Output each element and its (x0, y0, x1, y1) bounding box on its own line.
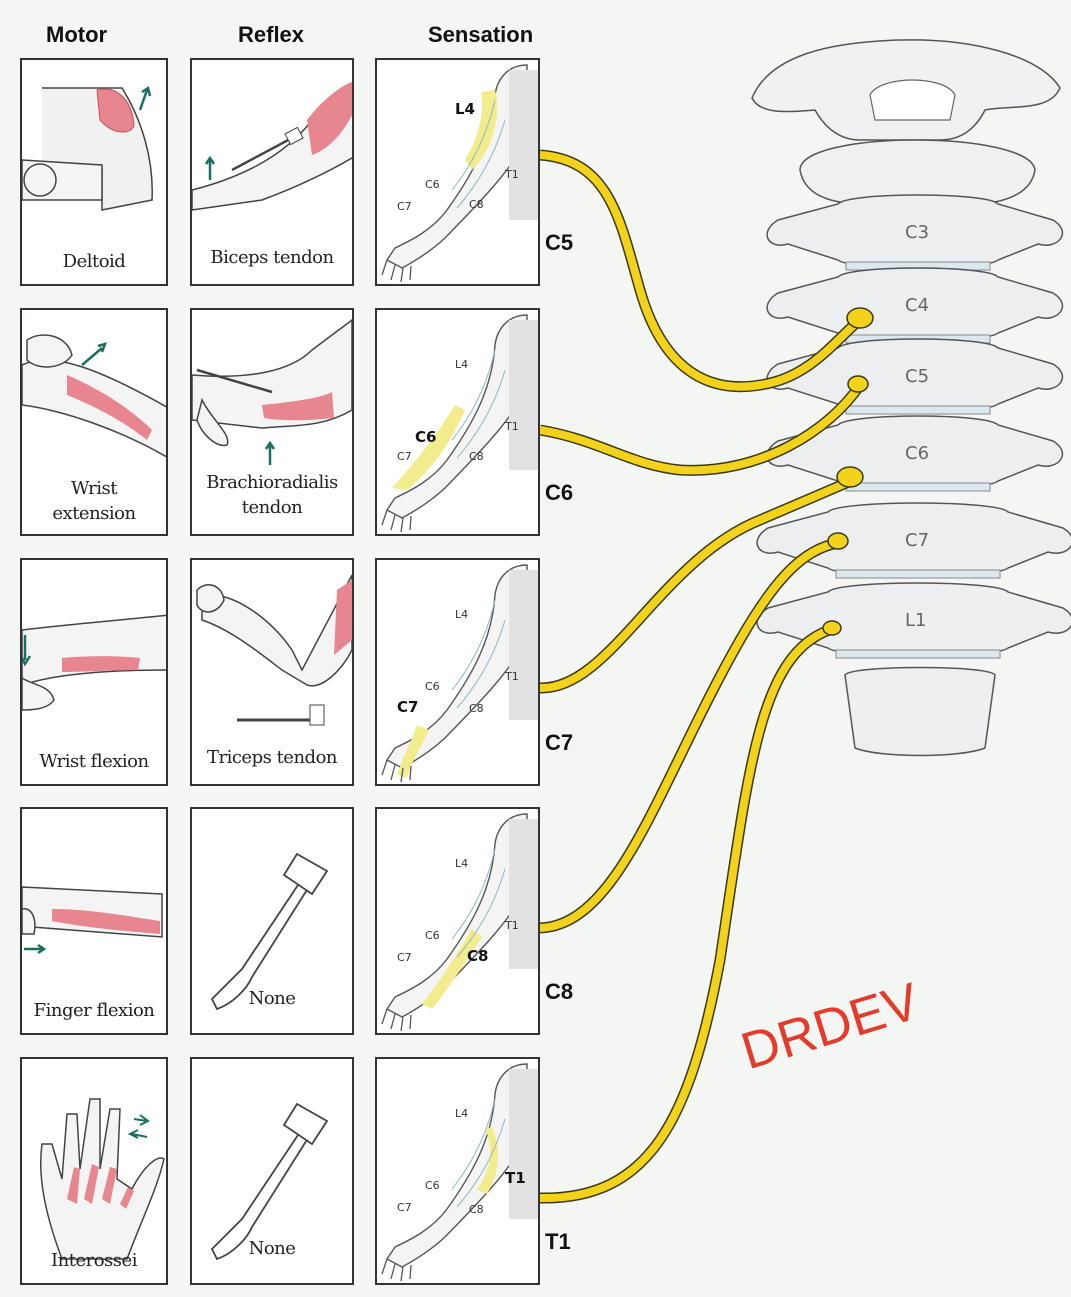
vertebra-stack (756, 194, 1071, 757)
motor-label: Deltoid (62, 251, 126, 272)
motor-illustration (39, 1098, 165, 1260)
dermatome-illustration (381, 314, 538, 533)
dermatome-label: C7 (397, 200, 412, 213)
reflex-illustration (196, 574, 352, 726)
reflex-illustration (210, 1102, 329, 1261)
dermatome-label: C6 (425, 929, 440, 942)
reflex-label: Triceps tendon (206, 747, 338, 768)
dermatome-label: T1 (505, 670, 519, 683)
nerve-c7 (539, 472, 861, 694)
dermatome-label: L4 (455, 608, 469, 621)
lower-vertebral-body (844, 666, 996, 757)
root-label-c6: C6 (545, 480, 574, 505)
reflex-label: None (248, 988, 296, 1009)
reflex-label: Biceps tendon (210, 247, 334, 268)
reflex-label: None (248, 1238, 296, 1259)
motor-panel-c7: Wrist flexion (20, 558, 168, 786)
dermatome-label: L4 (455, 1107, 469, 1120)
motor-label: Interossei (51, 1250, 137, 1271)
vertebra-c3 (766, 194, 1064, 271)
axis-vertebra (799, 139, 1036, 206)
root-label-t1: T1 (545, 1229, 571, 1254)
root-label-c7: C7 (545, 730, 574, 755)
reflex-panel-t1: None (190, 1057, 354, 1285)
header-reflex: Reflex (238, 22, 305, 47)
dermatome-label: T1 (505, 919, 519, 932)
dermatome-label-main: C6 (415, 428, 437, 446)
dermatome-label-main: T1 (505, 1169, 526, 1187)
reflex-illustration (192, 82, 352, 211)
vertebra-label-c4: C4 (905, 295, 930, 316)
dermatome-label: C8 (469, 702, 484, 715)
nerve-c5 (539, 149, 866, 393)
motor-label: Wrist flexion (39, 751, 149, 772)
reflex-illustration (210, 852, 329, 1011)
motor-illustration (22, 334, 166, 458)
header-sensation: Sensation (428, 22, 534, 47)
dermatome-label: C7 (397, 1201, 412, 1214)
dermatome-label: C8 (469, 198, 484, 211)
dermatome-label: L4 (455, 358, 469, 371)
vertebra-l1 (756, 582, 1071, 659)
dermatome-illustration (381, 64, 538, 283)
motor-panel-t1: Interossei (20, 1057, 168, 1285)
vertebra-label-l1: L1 (905, 610, 927, 631)
dermatome-label: C6 (425, 1179, 440, 1192)
reflex-illustration (192, 319, 352, 465)
vertebra-label-c3: C3 (905, 222, 930, 243)
motor-panel-c5: Deltoid (20, 58, 168, 286)
vertebra-c5 (766, 338, 1064, 415)
dermatome-label: C7 (397, 450, 412, 463)
reflex-panel-c5: Biceps tendon (190, 58, 354, 286)
reflex-panel-c7: Triceps tendon (190, 558, 354, 786)
dermatome-label: T1 (505, 420, 519, 433)
dermatome-label-main: L4 (455, 100, 475, 118)
reflex-panel-c8: None (190, 807, 354, 1035)
root-label-c8: C8 (545, 979, 574, 1004)
motor-illustration (22, 85, 153, 211)
dermatome-label: C6 (425, 178, 440, 191)
dermatome-label-main: C8 (467, 947, 489, 965)
motor-illustration (22, 886, 163, 955)
dermatome-illustration (381, 813, 538, 1032)
vertebra-label-c5: C5 (905, 366, 930, 387)
motor-label: Finger flexion (33, 1000, 155, 1021)
dermatome-label: C6 (425, 680, 440, 693)
root-label-c5: C5 (545, 230, 574, 255)
vertebra-c7 (756, 502, 1071, 579)
header-motor: Motor (46, 22, 108, 47)
dermatome-label: C8 (469, 450, 484, 463)
dermatome-label: L4 (455, 857, 469, 870)
vertebra-label-c7: C7 (905, 530, 930, 551)
dermatome-label: C7 (397, 951, 412, 964)
dermatome-illustration (381, 1063, 538, 1282)
motor-illustration (22, 614, 166, 711)
dermatome-label: T1 (505, 168, 519, 181)
vertebra-label-c6: C6 (905, 443, 930, 464)
motor-panel-c8: Finger flexion (20, 807, 168, 1035)
dermatome-illustration (381, 564, 538, 783)
dermatome-label: C8 (469, 1203, 484, 1216)
dermatome-label-main: C7 (397, 698, 419, 716)
